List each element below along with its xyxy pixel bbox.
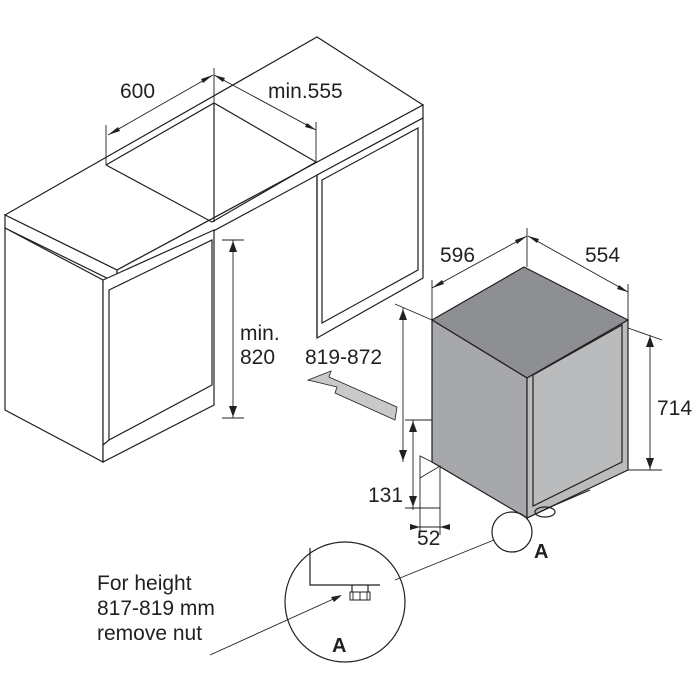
detail-appliance-edge [309, 548, 380, 586]
detail-view-circle [284, 541, 406, 663]
left-unit-door [108, 239, 213, 442]
appliance-width-label: 596 [440, 244, 475, 267]
detail-marker-label: A [534, 541, 548, 563]
note-line-2: 817-819 mm [97, 597, 215, 620]
note-line-3: remove nut [97, 622, 202, 645]
cabinet-dimensions: 600 min.555 min. 820 [105, 68, 343, 419]
kitchen-cabinet [3, 36, 425, 463]
appliance-height-label: 714 [657, 397, 692, 420]
detail-marker-circle [491, 511, 533, 553]
appliance-depth-label: 554 [585, 244, 620, 267]
detail-view: A [284, 541, 406, 663]
installation-note: For height 817-819 mm remove nut [97, 572, 215, 645]
note-leader [209, 595, 341, 656]
plinth-height-label: 131 [368, 484, 403, 507]
plinth-depth-label: 52 [417, 527, 440, 550]
cabinet-height-min-value: 820 [240, 346, 275, 369]
cabinet-depth-label: min.555 [268, 80, 343, 103]
left-unit-plinth [102, 439, 110, 446]
detail-view-label: A [332, 635, 346, 657]
cabinet-height-min-label: min. [240, 322, 280, 345]
note-line-1: For height [97, 572, 192, 595]
appliance-height-range-label: 819-872 [305, 346, 382, 369]
detail-leader [394, 539, 495, 581]
insertion-arrow [306, 370, 398, 421]
appliance-dimensions: 596 554 714 131 52 [368, 228, 692, 550]
cabinet-width-label: 600 [120, 80, 155, 103]
right-unit-door [321, 126, 419, 325]
dishwasher [430, 266, 630, 520]
dishwasher-door-panel [532, 323, 623, 507]
